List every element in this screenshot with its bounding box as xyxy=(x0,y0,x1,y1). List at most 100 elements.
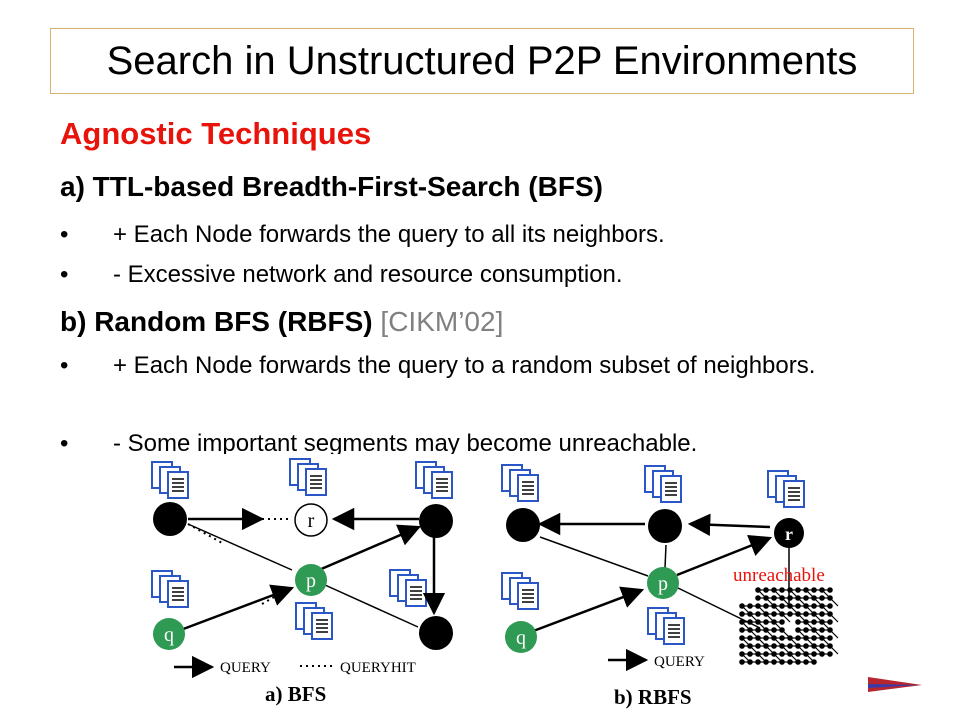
mesh-node xyxy=(819,627,825,633)
mesh-node xyxy=(763,595,769,601)
bullet-text: + Each Node forwards the query to all it… xyxy=(113,221,665,248)
mesh-node xyxy=(811,603,817,609)
node-r-label: r xyxy=(785,524,793,544)
legend-queryhit-label: QUERYHIT xyxy=(340,660,416,676)
slide-subtitle: Agnostic Techniques xyxy=(60,116,372,151)
document-stack-icon xyxy=(295,602,333,640)
mesh-node xyxy=(755,619,761,625)
mesh-node xyxy=(795,659,801,665)
mesh-node xyxy=(739,643,745,649)
mesh-node xyxy=(827,627,833,633)
mesh-node xyxy=(811,643,817,649)
peer-node xyxy=(153,502,187,536)
document-stack-icon xyxy=(647,607,685,645)
mesh-node xyxy=(779,635,785,641)
mesh-node xyxy=(747,651,753,657)
mesh-node xyxy=(819,635,825,641)
bullet-mark: • xyxy=(60,352,69,379)
mesh-node xyxy=(747,603,753,609)
mesh-node xyxy=(763,619,769,625)
mesh-node xyxy=(811,627,817,633)
mesh-node xyxy=(779,619,785,625)
legend-query-label: QUERY xyxy=(220,660,271,676)
document-stack-icon xyxy=(767,470,805,508)
title-frame: Search in Unstructured P2P Environments xyxy=(50,28,914,94)
rbfs-caption: b) RBFS xyxy=(614,685,692,709)
edge xyxy=(677,587,761,629)
mesh-node xyxy=(755,659,761,665)
edge xyxy=(527,586,645,635)
node-q-label: q xyxy=(164,624,174,646)
bullet-text: - Excessive network and resource consump… xyxy=(113,261,623,288)
mesh-node xyxy=(811,587,817,593)
slide-title: Search in Unstructured P2P Environments xyxy=(106,39,858,83)
mesh-node xyxy=(755,627,761,633)
edge xyxy=(664,544,667,569)
mesh-node xyxy=(763,603,769,609)
mesh-node xyxy=(755,651,761,657)
mesh-node xyxy=(739,635,745,641)
mesh-node xyxy=(771,651,777,657)
node-p xyxy=(295,564,327,596)
bullet-b2-clip: • - Some important segments may become u… xyxy=(0,428,960,454)
peer-node xyxy=(506,508,540,542)
mesh-node xyxy=(763,643,769,649)
mesh-node xyxy=(795,643,801,649)
node-q xyxy=(153,618,185,650)
mesh-node xyxy=(787,643,793,649)
bullet-mark: • xyxy=(60,221,69,248)
mesh-node xyxy=(763,635,769,641)
node-q xyxy=(505,621,537,653)
mesh-node xyxy=(811,651,817,657)
legend-query-label: QUERY xyxy=(654,654,705,670)
unreachable-label: unreachable xyxy=(733,565,825,586)
document-stack-icon xyxy=(289,458,327,496)
mesh-node xyxy=(819,619,825,625)
mesh-node xyxy=(819,611,825,617)
mesh-node xyxy=(819,587,825,593)
mesh-node xyxy=(747,619,753,625)
mesh-node xyxy=(779,595,785,601)
edge xyxy=(324,584,419,628)
bullet-mark: • xyxy=(60,430,69,454)
mesh-node xyxy=(771,603,777,609)
mesh-node xyxy=(819,603,825,609)
mesh-node xyxy=(827,587,833,593)
document-stack-icon xyxy=(501,464,539,502)
mesh-node xyxy=(787,659,793,665)
mesh-node xyxy=(827,611,833,617)
mesh-node xyxy=(739,627,745,633)
mesh-node xyxy=(779,611,785,617)
mesh-node xyxy=(771,587,777,593)
mesh-node xyxy=(787,635,793,641)
node-p-label: p xyxy=(658,573,668,595)
mesh-node xyxy=(803,603,809,609)
mesh-node xyxy=(755,595,761,601)
section-b-heading: b) Random BFS (RBFS) [CIKM’02] xyxy=(60,306,503,338)
mesh-node xyxy=(771,659,777,665)
mesh-node xyxy=(771,627,777,633)
edge xyxy=(539,536,649,577)
node-r-label: r xyxy=(308,510,315,532)
mesh-node xyxy=(811,659,817,665)
mesh-node xyxy=(819,595,825,601)
document-stack-icon xyxy=(151,461,189,499)
mesh-node xyxy=(779,659,785,665)
mesh-node xyxy=(747,627,753,633)
mesh-node xyxy=(755,643,761,649)
mesh-node xyxy=(827,603,833,609)
mesh-node xyxy=(755,587,761,593)
bullet-text: - Some important segments may become unr… xyxy=(113,430,698,454)
mesh-node xyxy=(747,611,753,617)
peer-node xyxy=(419,616,453,650)
mesh-node xyxy=(779,587,785,593)
mesh-node xyxy=(803,651,809,657)
mesh-node xyxy=(803,635,809,641)
mesh-node xyxy=(771,643,777,649)
mesh-node xyxy=(803,619,809,625)
mesh-node xyxy=(779,643,785,649)
mesh-node xyxy=(803,587,809,593)
document-stack-icon xyxy=(644,465,682,503)
mesh-node xyxy=(803,659,809,665)
